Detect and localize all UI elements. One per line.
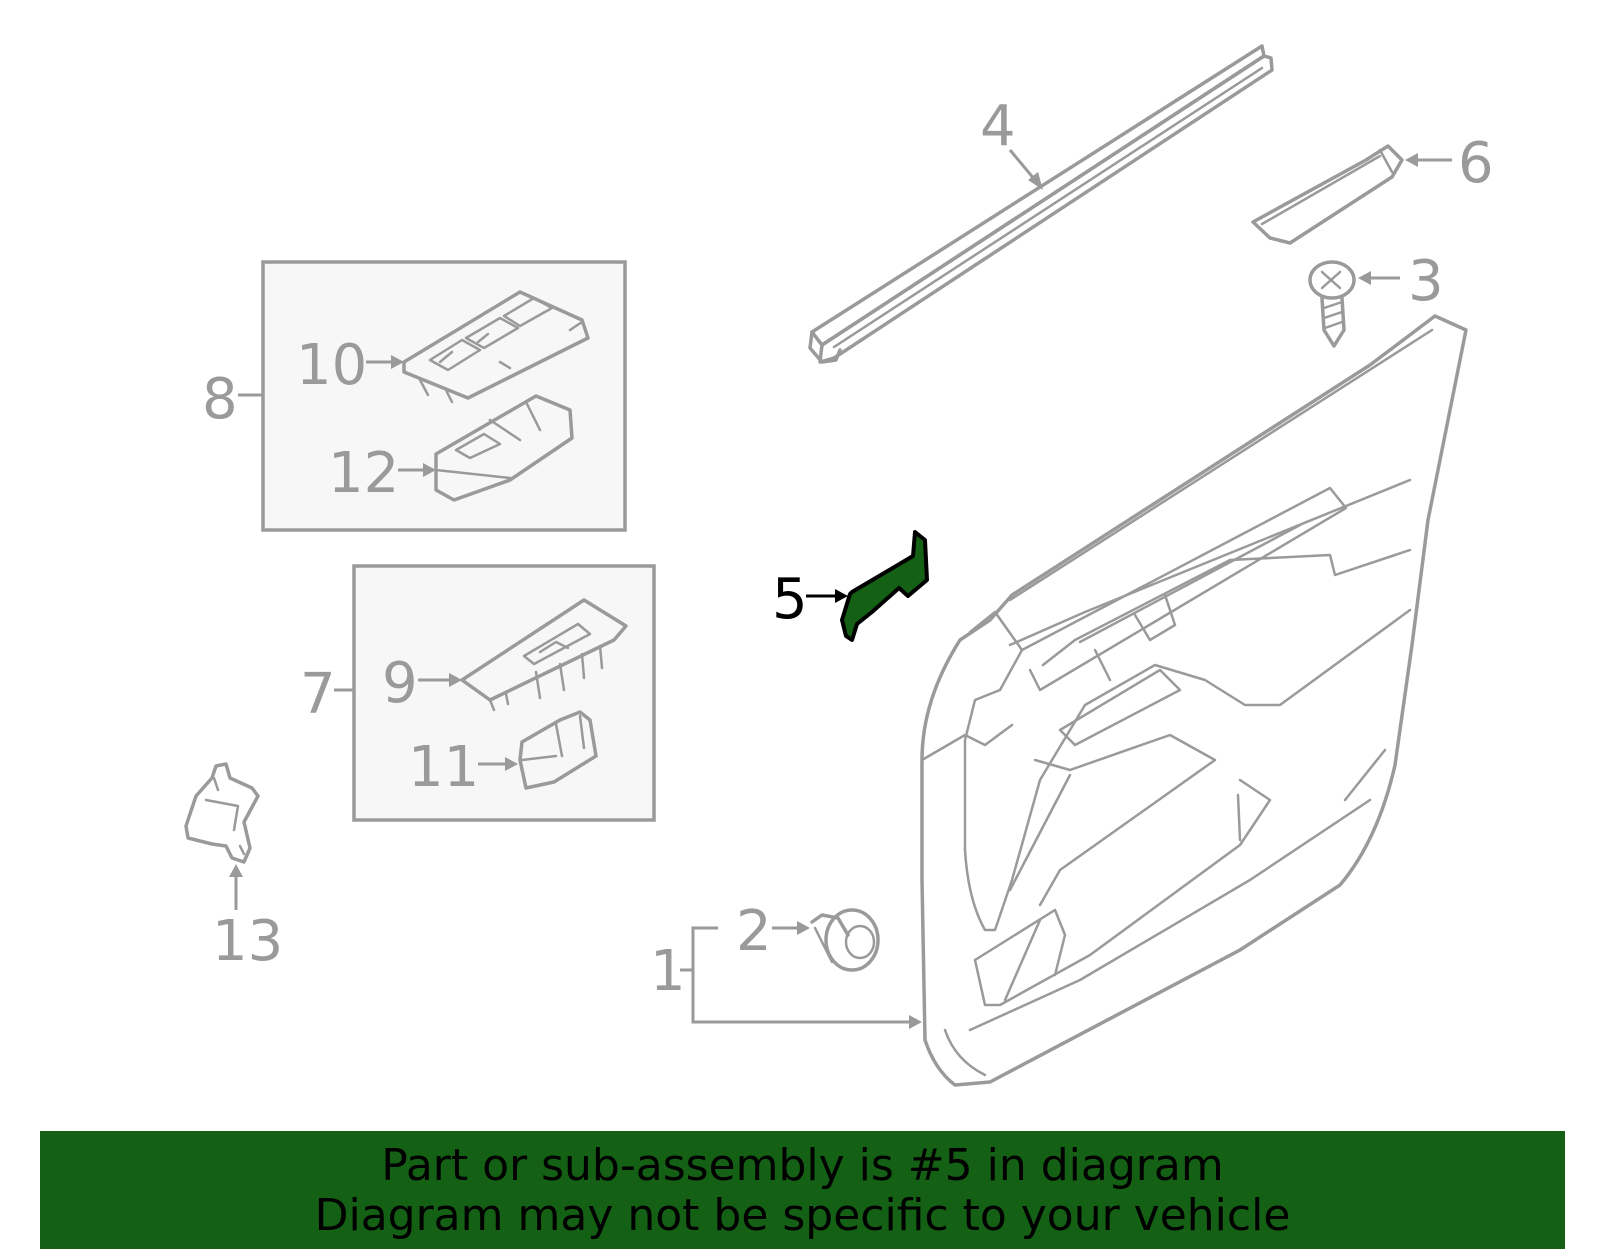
group-box-8 (261, 260, 627, 532)
part-2-retainer-clip[interactable] (810, 908, 880, 972)
banner-line-2: Diagram may not be specific to your vehi… (314, 1190, 1291, 1241)
callout-label-8: 8 (202, 367, 238, 432)
callout-label-5: 5 (772, 567, 808, 632)
part-3-screw[interactable] (1308, 260, 1356, 348)
callout-label-6: 6 (1458, 131, 1494, 196)
callout-3: 3 (1358, 249, 1444, 314)
callout-7: 7 (300, 662, 354, 727)
callout-1: 1 (650, 926, 922, 1029)
callout-13: 13 (212, 864, 283, 974)
callout-8: 8 (202, 367, 263, 432)
callout-label-7: 7 (300, 662, 336, 727)
callout-4: 4 (980, 94, 1043, 190)
callout-label-2: 2 (736, 899, 772, 964)
part-9-switch-bezel[interactable] (460, 598, 628, 712)
part-11-switch-body[interactable] (518, 710, 598, 790)
callout-label-3: 3 (1408, 249, 1444, 314)
part-4-belt-molding[interactable] (808, 44, 1274, 364)
callout-label-4: 4 (980, 94, 1016, 159)
callout-label-12: 12 (328, 441, 399, 506)
banner-line-1: Part or sub-assembly is #5 in diagram (381, 1140, 1224, 1191)
callout-label-13: 13 (212, 909, 283, 974)
part-12-switch-body[interactable] (434, 394, 574, 502)
part-6-corner-trim[interactable] (1251, 144, 1404, 245)
part-5-bracket-highlighted[interactable] (840, 530, 929, 642)
callout-2: 2 (736, 899, 810, 964)
callout-label-9: 9 (382, 651, 418, 716)
part-13-mounting-bracket[interactable] (184, 762, 260, 864)
callout-label-11: 11 (408, 735, 479, 800)
callout-label-10: 10 (296, 333, 367, 398)
part-1-door-trim-panel[interactable] (920, 314, 1468, 1087)
callout-12: 12 (328, 441, 436, 506)
info-banner: Part or sub-assembly is #5 in diagram Di… (40, 1131, 1565, 1249)
callout-9: 9 (382, 651, 462, 716)
callout-5: 5 (772, 567, 848, 632)
callout-label-1: 1 (650, 939, 686, 1004)
callout-6: 6 (1405, 131, 1494, 196)
part-10-switch-bezel[interactable] (402, 290, 590, 404)
callout-11: 11 (408, 735, 518, 800)
callout-10: 10 (296, 333, 404, 398)
